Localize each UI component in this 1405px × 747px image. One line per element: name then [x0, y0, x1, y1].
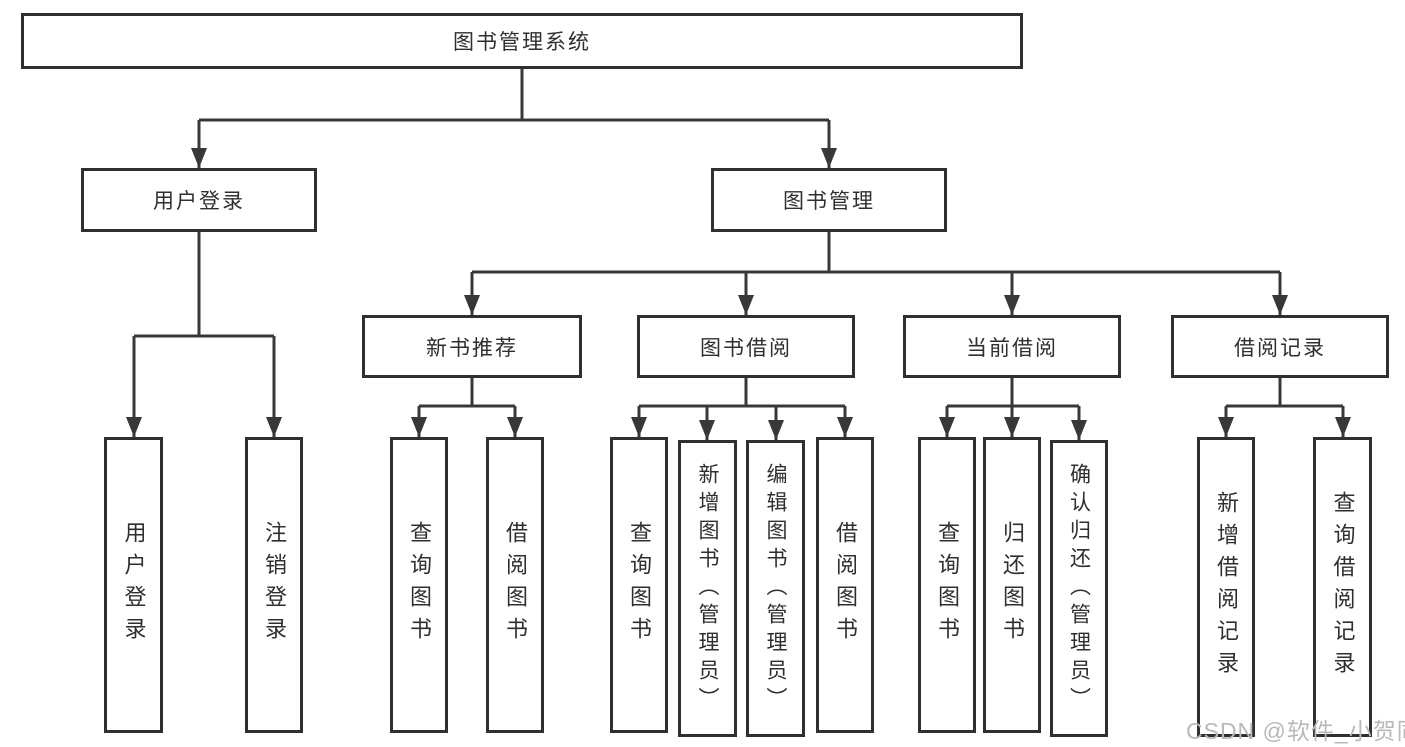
leaf-query-books-current: 查询图书 — [918, 437, 976, 733]
csdn-watermark: CSDN @软件_小贺同学 — [1186, 718, 1405, 744]
node-new-book-recommendation: 新书推荐 — [362, 315, 582, 378]
leaf-query-books-borrow: 查询图书 — [610, 437, 668, 733]
node-label: 借阅图书 — [833, 521, 858, 649]
node-label: 查询图书 — [627, 521, 652, 649]
node-borrowing-records: 借阅记录 — [1171, 315, 1389, 378]
node-label: 用户登录 — [121, 521, 147, 649]
leaf-user-login: 用户登录 — [104, 437, 163, 733]
node-label: 借阅图书 — [503, 521, 528, 649]
node-label: 借阅记录 — [1234, 336, 1326, 360]
connector-borrow-records — [1226, 378, 1343, 408]
node-label: 图书管理 — [783, 190, 875, 213]
node-label: 图书管理系统 — [453, 31, 591, 54]
leaf-logout: 注销登录 — [245, 437, 303, 733]
node-label: 确认归还（管理员） — [1067, 462, 1091, 715]
node-label: 查询借阅记录 — [1330, 491, 1356, 683]
connector-user-login — [134, 232, 274, 338]
node-library-management-system: 图书管理系统 — [21, 13, 1023, 69]
node-label: 查询图书 — [407, 521, 432, 649]
leaf-return-books: 归还图书 — [983, 437, 1041, 733]
node-label: 新增图书（管理员） — [696, 462, 719, 715]
leaf-borrow-books: 借阅图书 — [816, 437, 874, 733]
leaf-query-borrow-record: 查询借阅记录 — [1313, 437, 1372, 737]
leaf-confirm-return-admin: 确认归还（管理员） — [1050, 440, 1108, 737]
connector-book-management — [472, 232, 1280, 274]
node-label: 注销登录 — [262, 521, 287, 649]
node-book-management: 图书管理 — [711, 168, 947, 232]
connector-current-borrow — [947, 378, 1079, 408]
leaf-add-book-admin: 新增图书（管理员） — [678, 440, 737, 737]
node-label: 当前借阅 — [966, 336, 1058, 360]
node-user-login: 用户登录 — [81, 168, 317, 232]
node-label: 归还图书 — [1000, 521, 1025, 649]
node-label: 用户登录 — [153, 190, 245, 213]
node-label: 新增借阅记录 — [1214, 491, 1239, 683]
connector-root — [199, 69, 829, 122]
leaf-query-books-recommend: 查询图书 — [390, 437, 448, 733]
node-book-borrowing: 图书借阅 — [637, 315, 855, 378]
node-current-borrowing: 当前借阅 — [903, 315, 1121, 378]
leaf-borrow-books-recommend: 借阅图书 — [486, 437, 544, 733]
node-label: 查询图书 — [935, 521, 960, 649]
connector-book-borrow — [639, 378, 845, 408]
node-label: 编辑图书（管理员） — [764, 462, 787, 715]
node-label: 图书借阅 — [700, 336, 792, 360]
connector-new-book — [419, 378, 515, 408]
leaf-add-borrow-record: 新增借阅记录 — [1197, 437, 1255, 737]
leaf-edit-book-admin: 编辑图书（管理员） — [746, 440, 805, 737]
node-label: 新书推荐 — [426, 336, 518, 360]
